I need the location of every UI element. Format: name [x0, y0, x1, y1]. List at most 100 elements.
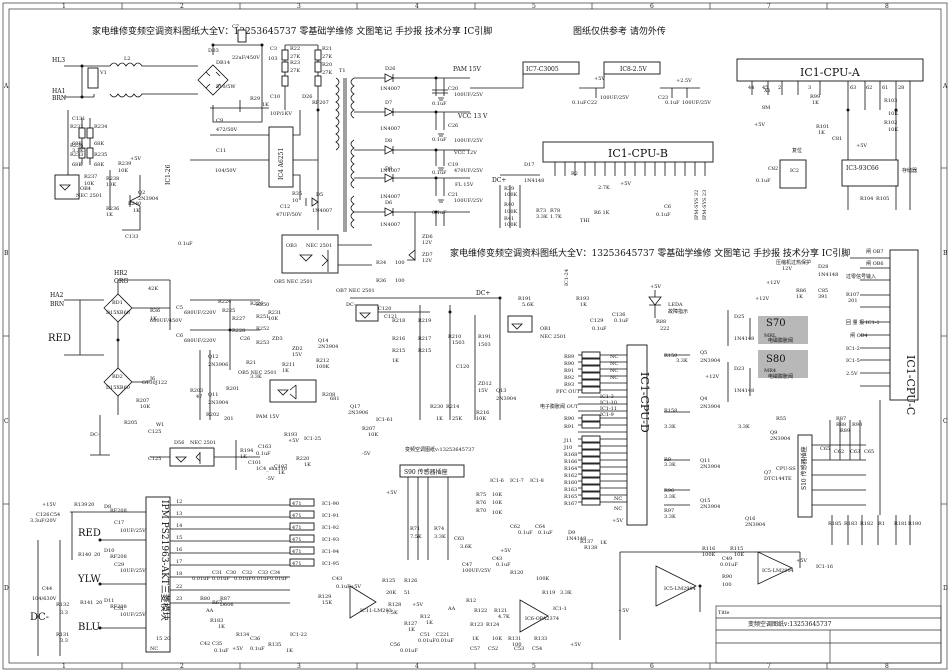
- svg-text:0.01uF: 0.01uF: [234, 576, 252, 582]
- svg-text:R207: R207: [362, 426, 375, 432]
- svg-text:IC1-CPU-B: IC1-CPU-B: [608, 147, 668, 160]
- svg-text:存储器: 存储器: [902, 167, 917, 174]
- svg-text:R220: R220: [296, 456, 309, 462]
- svg-text:1C4_sha110: 1C4_sha110: [256, 466, 287, 472]
- svg-text:IC1-16: IC1-16: [816, 564, 833, 570]
- svg-text:IC2: IC2: [790, 168, 799, 174]
- svg-text:1N4007: 1N4007: [380, 168, 400, 174]
- svg-text:+5V: +5V: [130, 156, 141, 162]
- svg-text:R131: R131: [508, 636, 521, 642]
- svg-text:+5V: +5V: [594, 76, 605, 82]
- svg-text:R226: R226: [250, 301, 263, 307]
- connector-org: ORG: [114, 278, 128, 285]
- svg-text:R128: R128: [388, 602, 401, 608]
- svg-text:100K: 100K: [702, 552, 716, 558]
- svg-text:0.1uF: 0.1uF: [496, 562, 511, 568]
- svg-text:D10: D10: [104, 548, 114, 554]
- svg-text:C56: C56: [390, 642, 400, 648]
- svg-text:20: 20: [96, 600, 102, 606]
- svg-text:1K: 1K: [262, 102, 269, 108]
- svg-text:R237: R237: [84, 174, 97, 180]
- notice-text: 图纸仅供参考 请勿外传: [573, 25, 666, 37]
- svg-text:NC: NC: [614, 496, 622, 502]
- svg-text:R67: R67: [212, 600, 222, 606]
- svg-text:+5V: +5V: [412, 602, 423, 608]
- svg-text:+5V: +5V: [350, 584, 361, 590]
- svg-text:R194: R194: [240, 448, 253, 454]
- rail-vcc12: VCC 12V: [453, 150, 477, 156]
- svg-text:680UF/450V: 680UF/450V: [150, 318, 182, 324]
- svg-text:C125: C125: [148, 429, 161, 435]
- svg-text:闸 OB6: 闸 OB6: [866, 260, 884, 267]
- svg-text:D9: D9: [385, 166, 392, 172]
- svg-text:V1: V1: [99, 70, 107, 76]
- col-label-4b: 4: [415, 663, 419, 670]
- svg-text:C107: C107: [274, 464, 287, 470]
- svg-text:R235: R235: [94, 152, 107, 158]
- svg-text:R75: R75: [476, 492, 486, 498]
- svg-text:16: 16: [176, 547, 182, 553]
- svg-text:Q16: Q16: [745, 516, 755, 522]
- svg-text:R35: R35: [292, 191, 302, 197]
- svg-text:0.01uF: 0.01uF: [400, 648, 418, 654]
- svg-text:C81: C81: [832, 136, 842, 142]
- svg-text:R162: R162: [564, 473, 577, 479]
- svg-text:472/50V: 472/50V: [216, 127, 238, 133]
- svg-text:C133: C133: [125, 234, 138, 240]
- svg-text:R251: R251: [256, 314, 269, 320]
- svg-text:MR4: MR4: [764, 368, 776, 374]
- svg-text:0.01uF: 0.01uF: [192, 576, 210, 582]
- svg-text:63: 63: [850, 85, 856, 91]
- svg-text:RF207: RF207: [312, 100, 329, 106]
- svg-text:IC1-1: IC1-1: [553, 606, 567, 612]
- svg-text:1K: 1K: [133, 208, 140, 214]
- wire-ylw: YLW: [77, 574, 101, 585]
- svg-text:IC1-22: IC1-22: [290, 632, 307, 638]
- svg-text:1K: 1K: [812, 100, 819, 106]
- svg-text:IC1-90: IC1-90: [322, 501, 339, 507]
- svg-text:100UF/25V: 100UF/25V: [682, 100, 711, 106]
- svg-text:IC1-CPU-D: IC1-CPU-D: [638, 372, 651, 433]
- svg-text:DB14: DB14: [216, 60, 230, 66]
- svg-text:Q13: Q13: [496, 388, 506, 394]
- svg-text:R238: R238: [106, 176, 119, 182]
- svg-text:C6: C6: [176, 333, 183, 339]
- watermark-mid: 家电维修变频空调资料图纸大全V：13253645737 零基础学维修 文图笔记 …: [450, 247, 850, 259]
- svg-text:IC1-3: IC1-3: [600, 394, 614, 400]
- svg-text:2N3904: 2N3904: [700, 404, 720, 410]
- svg-text:0.1uF: 0.1uF: [592, 326, 607, 332]
- svg-text:R93: R93: [564, 382, 574, 388]
- svg-text:1K: 1K: [240, 454, 247, 460]
- svg-text:R224: R224: [218, 299, 231, 305]
- svg-text:10P/1KV: 10P/1KV: [270, 111, 292, 117]
- svg-text:Q11: Q11: [208, 392, 218, 398]
- svg-text:10K: 10K: [476, 416, 486, 422]
- svg-text:NEC 2501: NEC 2501: [76, 193, 102, 199]
- svg-text:C63: C63: [850, 449, 860, 455]
- svg-text:NC: NC: [610, 361, 618, 367]
- svg-text:0.01uF: 0.01uF: [436, 638, 454, 644]
- svg-text:C6: C6: [664, 204, 671, 210]
- svg-text:R88: R88: [836, 422, 846, 428]
- wire-dc-minus: DC-: [30, 612, 49, 623]
- svg-text:1503: 1503: [478, 342, 491, 348]
- svg-text:20: 20: [94, 552, 100, 558]
- svg-text:20: 20: [88, 502, 94, 508]
- svg-text:X1: X1: [764, 88, 771, 94]
- svg-text:C42: C42: [200, 641, 210, 647]
- svg-text:1K: 1K: [472, 636, 479, 642]
- svg-text:R102: R102: [884, 120, 897, 126]
- svg-text:1K: 1K: [150, 316, 157, 322]
- svg-text:C36: C36: [250, 636, 260, 642]
- svg-text:闸 OB7: 闸 OB7: [866, 248, 884, 255]
- svg-text:1K: 1K: [218, 624, 225, 630]
- svg-text:IC6-OPA2374: IC6-OPA2374: [525, 616, 559, 622]
- svg-text:R125: R125: [382, 578, 395, 584]
- cpu-d-resistors: [581, 351, 601, 506]
- svg-text:391: 391: [818, 294, 828, 300]
- wire-red: RED: [78, 528, 101, 539]
